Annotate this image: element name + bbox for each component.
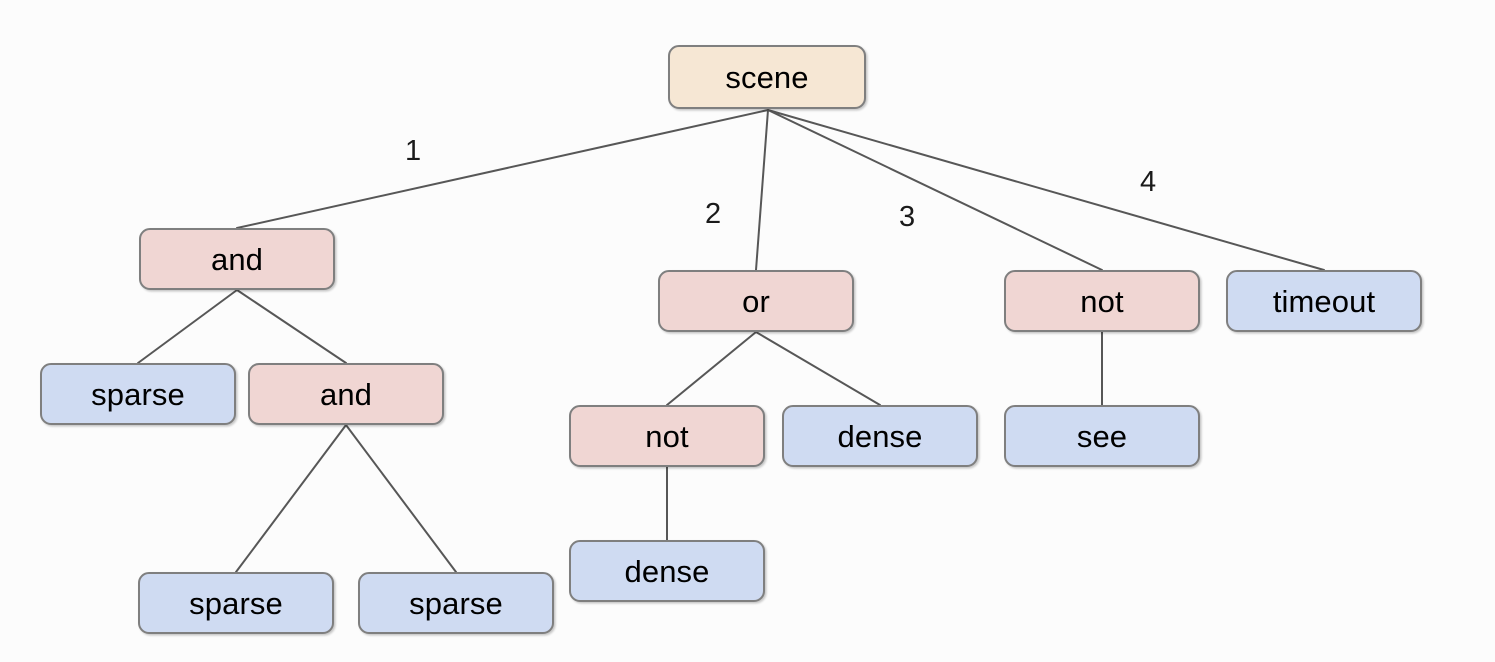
tree-edge-and1-to-sparse1	[137, 289, 238, 364]
tree-node-sparse3[interactable]: sparse	[358, 572, 554, 634]
tree-node-not2[interactable]: not	[569, 405, 765, 467]
tree-node-sparse2[interactable]: sparse	[138, 572, 334, 634]
tree-node-and1[interactable]: and	[139, 228, 335, 290]
tree-edge-or1-to-dense1	[755, 331, 881, 406]
tree-node-see1[interactable]: see	[1004, 405, 1200, 467]
tree-edge-scene-to-and1	[236, 109, 769, 229]
tree-node-and2[interactable]: and	[248, 363, 444, 425]
tree-node-dense1[interactable]: dense	[782, 405, 978, 467]
tree-edge-scene-to-timeout1	[767, 109, 1325, 271]
tree-node-dense2[interactable]: dense	[569, 540, 765, 602]
tree-node-scene[interactable]: scene	[668, 45, 866, 109]
tree-edge-and2-to-sparse3	[345, 424, 457, 573]
edge-label-4: 4	[1140, 166, 1157, 198]
edge-label-1: 1	[405, 135, 422, 167]
tree-edge-and1-to-and2	[236, 289, 347, 364]
tree-node-not1[interactable]: not	[1004, 270, 1200, 332]
tree-edge-scene-to-or1	[755, 109, 769, 271]
tree-edge-scene-to-not1	[767, 109, 1103, 271]
tree-node-or1[interactable]: or	[658, 270, 854, 332]
tree-node-timeout1[interactable]: timeout	[1226, 270, 1422, 332]
tree-edge-and2-to-sparse2	[235, 424, 347, 573]
edge-label-3: 3	[899, 201, 916, 233]
edge-label-2: 2	[705, 198, 722, 230]
tree-node-sparse1[interactable]: sparse	[40, 363, 236, 425]
tree-edge-or1-to-not2	[666, 331, 757, 406]
